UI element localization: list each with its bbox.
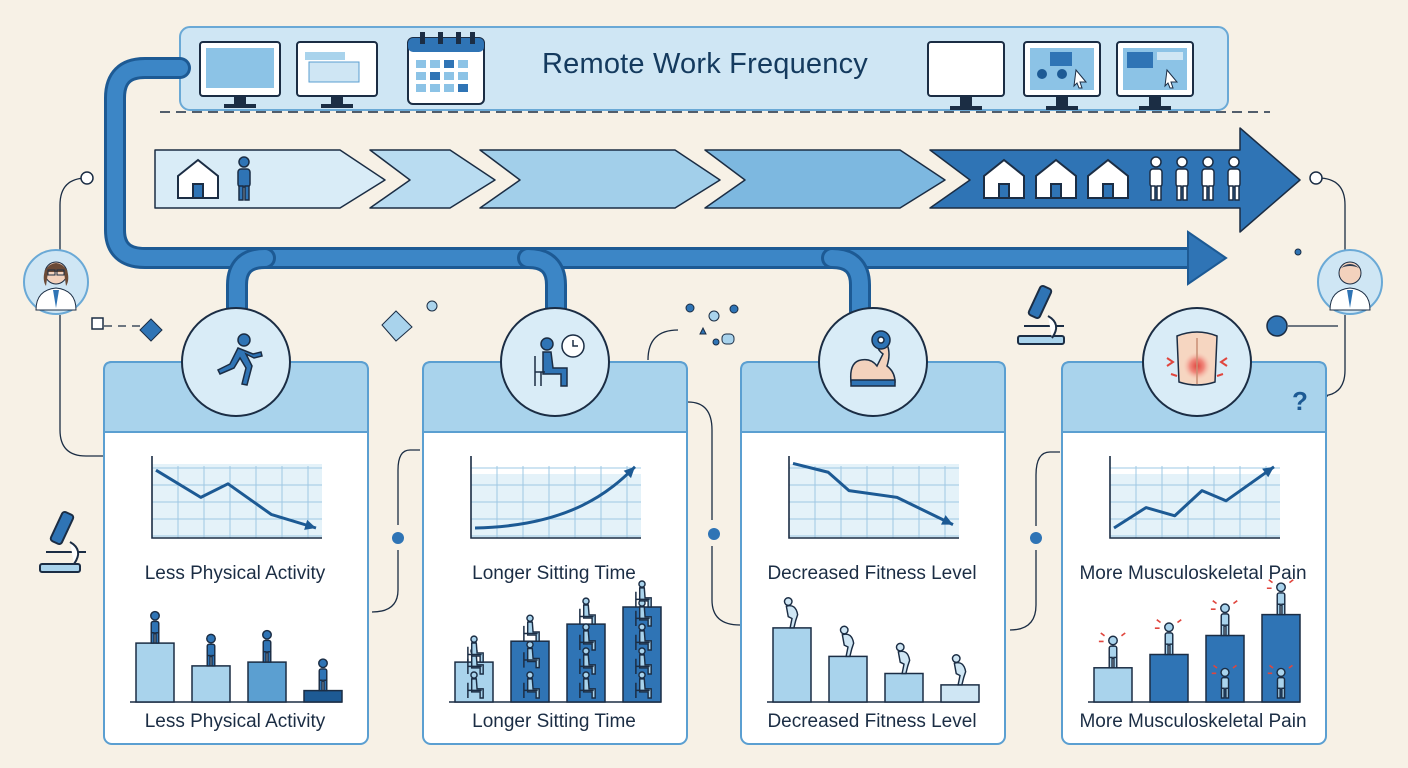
- trend-arrowhead: [1262, 466, 1274, 478]
- people-bar-chart: [767, 597, 980, 703]
- card-sitting: [422, 307, 688, 745]
- bar: [303, 689, 343, 703]
- card-fitness: [740, 307, 1006, 745]
- connector-dot: [708, 528, 720, 540]
- trend-chart: [788, 456, 959, 539]
- flow-arrowhead: [1187, 230, 1228, 286]
- dashboard-monitor-icon: [1116, 41, 1194, 110]
- chart-axes: [470, 456, 641, 539]
- connector-dot: [80, 171, 94, 185]
- bar: [1093, 667, 1133, 703]
- bar: [247, 661, 287, 703]
- trend-arrowhead: [304, 519, 316, 530]
- video-call-monitor-icon: [1023, 41, 1101, 110]
- trend-chart: [151, 456, 322, 539]
- microscope-icon: [1017, 284, 1065, 345]
- trend-arrowhead: [623, 466, 635, 479]
- card-3-bars-label: Decreased Fitness Level: [767, 711, 977, 732]
- card-pain: ?: [1061, 307, 1327, 745]
- house-icon: [177, 158, 219, 199]
- connector-dot: [1266, 315, 1288, 337]
- people-bar-chart: [449, 580, 662, 703]
- chart-area-fill: [789, 464, 959, 538]
- diamond-marker: [381, 310, 413, 342]
- card-1-bars-label: Less Physical Activity: [144, 711, 326, 732]
- back-pain-icon: [1166, 331, 1228, 386]
- monitor-icon: [199, 41, 281, 108]
- bar: [772, 627, 812, 703]
- people-group-icon: [1149, 156, 1241, 201]
- card-3-chart-label: Decreased Fitness Level: [767, 563, 977, 584]
- card-4-chart-label: More Musculoskeletal Pain: [1079, 563, 1307, 584]
- bar: [828, 655, 868, 703]
- card-1-chart-label: Less Physical Activity: [144, 563, 326, 584]
- page-title: Remote Work Frequency: [541, 48, 868, 80]
- diamond-marker: [139, 318, 163, 342]
- chart-area-fill: [152, 464, 322, 538]
- connector-dot: [392, 532, 404, 544]
- card-2-bars-label: Longer Sitting Time: [472, 711, 636, 732]
- card-4-bars-label: More Musculoskeletal Pain: [1079, 711, 1307, 732]
- bar: [1149, 653, 1189, 703]
- running-person-icon: [216, 333, 263, 386]
- card-icon-circle: [500, 307, 610, 417]
- houses-icon: [983, 158, 1129, 199]
- trend-chart: [470, 456, 641, 539]
- people-bar-chart: [130, 610, 343, 703]
- calendar-icon: [407, 32, 485, 105]
- people-bar-chart: [1088, 579, 1301, 703]
- bar: [191, 665, 231, 703]
- sitting-person-clock-icon: [534, 334, 585, 387]
- connector-dot: [1309, 171, 1323, 185]
- trend-line: [474, 465, 637, 530]
- square-marker: [91, 317, 104, 330]
- doctor-avatar-left: [23, 249, 89, 315]
- connector-dot: [1030, 532, 1042, 544]
- flexed-arm-dumbbell-icon: [849, 330, 896, 387]
- bar: [1205, 634, 1245, 703]
- chart-axes: [788, 456, 959, 539]
- trend-arrowhead: [941, 515, 953, 525]
- bar: [940, 684, 980, 703]
- trend-line: [1113, 465, 1275, 530]
- bar: [135, 642, 175, 703]
- card-activity: [103, 307, 369, 745]
- card-2-chart-label: Longer Sitting Time: [472, 563, 636, 584]
- folder-monitor-icon: [296, 41, 378, 108]
- microscope-icon: [39, 510, 86, 573]
- question-mark-icon: ?: [1292, 386, 1308, 416]
- bar: [884, 672, 924, 703]
- person-icon: [237, 156, 251, 201]
- trend-line: [792, 461, 954, 526]
- chart-axes: [1109, 456, 1280, 539]
- doctor-avatar-right: [1317, 249, 1383, 315]
- flow-pipe: [104, 57, 1206, 323]
- trend-line: [155, 468, 317, 530]
- decorative-dots: [426, 248, 1302, 346]
- blank-monitor-icon: [927, 41, 1005, 110]
- chart-axes: [151, 456, 322, 539]
- trend-chart: [1109, 456, 1280, 539]
